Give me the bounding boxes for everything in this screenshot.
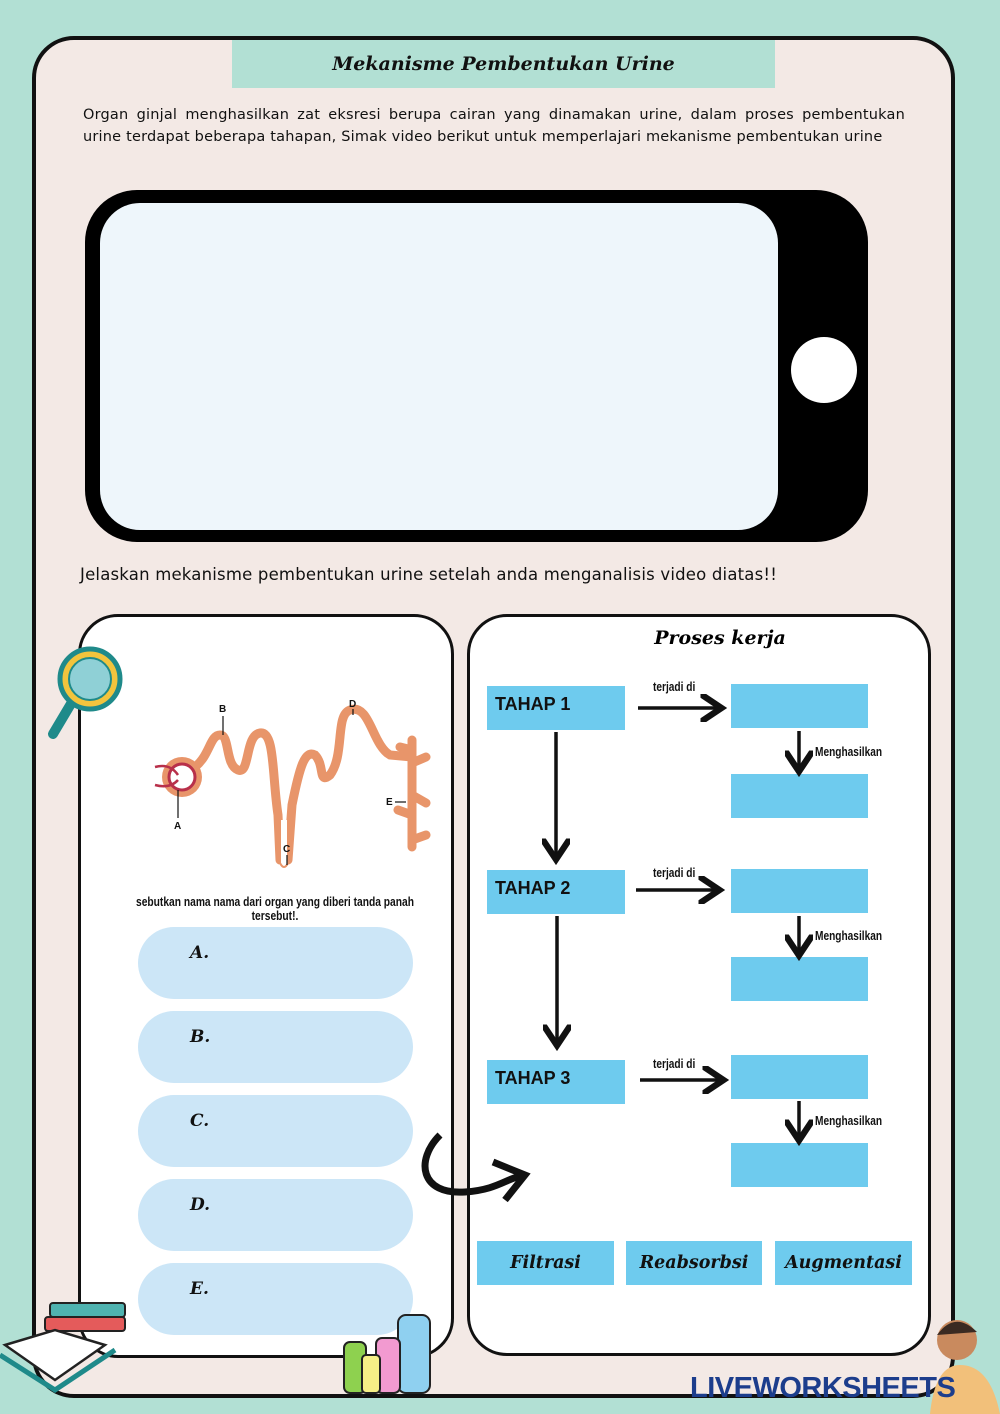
- brand-logo: LIVEWORKSHEETS: [690, 1372, 956, 1404]
- stage-3-location-dropzone[interactable]: [731, 1055, 868, 1099]
- produces-label: Menghasilkan: [815, 928, 883, 943]
- nephron-diagram: A B C D E: [154, 699, 431, 868]
- intro-text: Organ ginjal menghasilkan zat eksresi be…: [83, 107, 905, 145]
- question-text: Jelaskan mekanisme pembentukan urine set…: [80, 565, 778, 584]
- option-reabsorbsi[interactable]: Reabsorbsi: [626, 1241, 762, 1285]
- stage-1-location-dropzone[interactable]: [731, 684, 868, 728]
- occurs-label: terjadi di: [653, 865, 696, 880]
- process-title: Proses kerja: [654, 627, 786, 649]
- stage-2-location-dropzone[interactable]: [731, 869, 868, 913]
- answer-input-a[interactable]: A.: [138, 927, 413, 999]
- stage-3-label: TAHAP 3: [487, 1060, 625, 1104]
- answer-label: E.: [190, 1279, 209, 1299]
- diagram-caption: sebutkan nama nama dari organ yang diber…: [136, 895, 414, 923]
- answer-input-c[interactable]: C.: [138, 1095, 413, 1167]
- stage-1-result-input[interactable]: [731, 774, 868, 818]
- answer-input-b[interactable]: B.: [138, 1011, 413, 1083]
- phone-home-button: [791, 337, 857, 403]
- page-title: Mekanisme Pembentukan Urine: [232, 40, 775, 88]
- label-d: D: [349, 699, 356, 710]
- answer-label: A.: [190, 943, 210, 963]
- stage-2-label: TAHAP 2: [487, 870, 625, 914]
- answer-label: B.: [190, 1027, 211, 1047]
- label-b: B: [219, 704, 226, 715]
- stage-2-result-input[interactable]: [731, 957, 868, 1001]
- label-c: C: [283, 844, 290, 855]
- produces-label: Menghasilkan: [815, 744, 883, 759]
- student-illustration: [930, 1320, 1000, 1414]
- video-player[interactable]: [100, 203, 778, 530]
- answer-input-e[interactable]: E.: [138, 1263, 413, 1335]
- option-augmentasi[interactable]: Augmentasi: [775, 1241, 912, 1285]
- magnifier-icon: [48, 646, 123, 739]
- label-a: A: [174, 821, 181, 832]
- option-filtrasi[interactable]: Filtrasi: [477, 1241, 614, 1285]
- books-icon: [0, 1302, 126, 1393]
- answer-label: C.: [190, 1111, 210, 1131]
- answer-input-d[interactable]: D.: [138, 1179, 413, 1251]
- label-e: E: [386, 797, 393, 808]
- stage-3-result-input[interactable]: [731, 1143, 868, 1187]
- bottles-icon: [343, 1314, 431, 1394]
- produces-label: Menghasilkan: [815, 1113, 883, 1128]
- answer-label: D.: [190, 1195, 211, 1215]
- occurs-label: terjadi di: [653, 679, 696, 694]
- occurs-label: terjadi di: [653, 1056, 696, 1071]
- stage-1-label: TAHAP 1: [487, 686, 625, 730]
